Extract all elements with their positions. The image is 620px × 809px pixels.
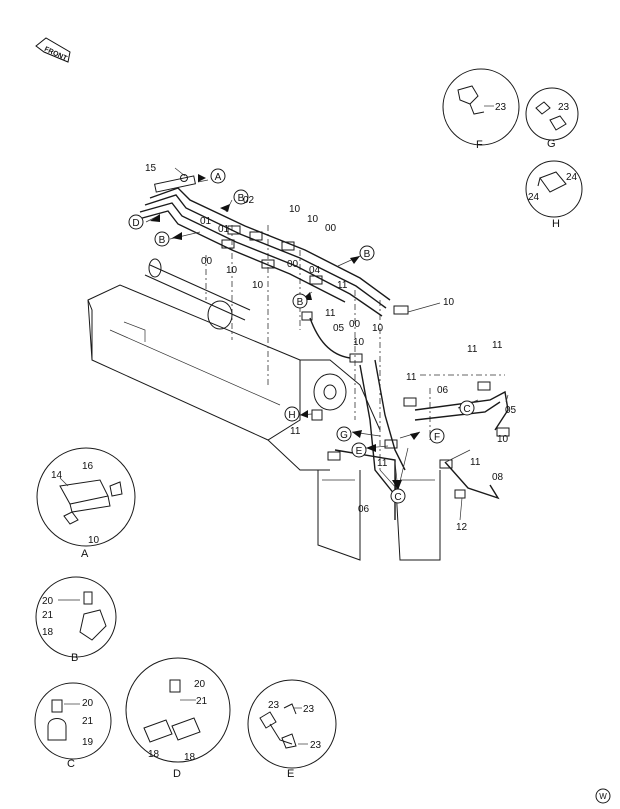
detail-D-part-20: 20 <box>194 679 206 690</box>
front-badge: FRONT <box>35 37 71 63</box>
hose-lines <box>134 175 510 520</box>
detail-D-part-21: 21 <box>196 696 208 707</box>
part-10-a: 10 <box>289 204 301 215</box>
callout-B-main-4-label: B <box>297 297 304 308</box>
callout-B-main-3[interactable]: B <box>359 245 375 261</box>
callout-D-main-label: D <box>132 218 139 229</box>
detail-A-caption: A <box>81 548 89 560</box>
boom-structure <box>87 258 441 561</box>
part-06-a: 06 <box>437 385 449 396</box>
part-11-g: 11 <box>377 458 388 469</box>
detail-G: 23 G <box>525 87 579 150</box>
part-05-a: 05 <box>333 323 345 334</box>
detail-B-part-20: 20 <box>42 596 54 607</box>
detail-C-part-20: 20 <box>82 698 94 709</box>
part-00-b: 00 <box>201 256 213 267</box>
part-01-a: 01 <box>200 216 212 227</box>
part-00-a: 00 <box>325 223 337 234</box>
corner-mark-label: W <box>599 792 607 801</box>
part-numbers-main: 15 02 02 01 01 10 10 00 00 10 10 00 04 1… <box>145 163 517 533</box>
detail-F-part-23: 23 <box>495 102 507 113</box>
detail-A-part-10: 10 <box>88 535 100 546</box>
callout-E-main[interactable]: E <box>351 442 367 458</box>
part-08: 08 <box>492 472 504 483</box>
callout-D-main[interactable]: D <box>128 214 144 230</box>
callout-A-main-label: A <box>215 172 222 183</box>
part-11-e: 11 <box>406 372 417 383</box>
detail-H-part-24-a: 24 <box>566 172 578 183</box>
part-11-b: 11 <box>325 308 336 319</box>
callout-C-main-1[interactable]: C <box>459 400 475 416</box>
part-10-c: 10 <box>226 265 238 276</box>
detail-B-caption: B <box>71 652 78 664</box>
callout-C-main-2[interactable]: C <box>390 488 406 504</box>
detail-D-caption: D <box>173 768 181 780</box>
part-06-b: 06 <box>358 504 370 515</box>
callout-E-main-label: E <box>356 446 363 457</box>
detail-E-caption: E <box>287 768 294 780</box>
detail-H-part-24-b: 24 <box>528 192 540 203</box>
detail-A-part-16: 16 <box>82 461 94 472</box>
callout-B-main-1[interactable]: B <box>233 189 249 205</box>
detail-E-part-23-a: 23 <box>268 700 280 711</box>
detail-B: 20 21 18 B <box>35 576 117 664</box>
detail-D: 20 21 18 18 D <box>125 657 231 780</box>
part-11-h: 11 <box>470 457 481 468</box>
part-11-a: 11 <box>337 280 348 291</box>
callout-G-main-label: G <box>340 430 348 441</box>
part-10-d: 10 <box>252 280 264 291</box>
detail-E: 23 23 23 E <box>247 679 337 780</box>
corner-mark: W <box>595 788 611 804</box>
detail-H-caption: H <box>552 218 560 230</box>
part-01-b: 01 <box>218 224 230 235</box>
detail-G-part-23: 23 <box>558 102 570 113</box>
detail-F: 23 F <box>442 68 520 151</box>
detail-F-caption: F <box>476 139 483 151</box>
detail-C: 20 21 19 C <box>34 682 112 770</box>
callout-A-main[interactable]: A <box>210 168 226 184</box>
detail-A: 14 16 10 A <box>36 447 136 560</box>
callout-H-main-label: H <box>288 410 295 421</box>
callout-B-main-4[interactable]: B <box>292 293 308 309</box>
callout-F-main-label: F <box>434 432 440 443</box>
detail-C-part-19: 19 <box>82 737 94 748</box>
detail-D-part-18-a: 18 <box>148 749 160 760</box>
part-02-label: 02 <box>243 195 255 206</box>
part-12: 12 <box>456 522 468 533</box>
detail-A-part-14: 14 <box>51 470 63 481</box>
callout-G-main[interactable]: G <box>336 426 352 442</box>
detail-G-caption: G <box>547 138 556 150</box>
detail-H: 24 24 H <box>525 160 583 230</box>
callout-B-main-3-label: B <box>364 249 371 260</box>
part-00-d: 00 <box>349 319 361 330</box>
part-11-d: 11 <box>492 340 503 351</box>
detail-E-part-23-b: 23 <box>303 704 315 715</box>
part-05-b: 05 <box>505 405 517 416</box>
part-04: 04 <box>309 265 321 276</box>
detail-D-part-18-b: 18 <box>184 752 196 763</box>
callout-H-main[interactable]: H <box>284 406 300 422</box>
callout-C-main-2-label: C <box>394 492 401 503</box>
callout-F-main[interactable]: F <box>429 428 445 444</box>
part-10-g: 10 <box>443 297 455 308</box>
detail-B-part-18: 18 <box>42 627 54 638</box>
detail-E-part-23-c: 23 <box>310 740 322 751</box>
part-10-b: 10 <box>307 214 319 225</box>
callout-B-main-1-label: B <box>238 193 245 204</box>
detail-B-part-21: 21 <box>42 610 54 621</box>
detail-C-part-21: 21 <box>82 716 94 727</box>
detail-C-caption: C <box>67 758 75 770</box>
part-10-f: 10 <box>353 337 365 348</box>
part-10-e: 10 <box>372 323 384 334</box>
part-10-h: 10 <box>497 434 509 445</box>
callout-B-main-2-label: B <box>159 235 166 246</box>
part-00-c: 00 <box>287 259 299 270</box>
part-11-f: 11 <box>290 426 301 437</box>
part-15: 15 <box>145 163 157 174</box>
callout-B-main-2[interactable]: B <box>154 231 170 247</box>
part-11-c: 11 <box>467 344 478 355</box>
callout-C-main-1-label: C <box>463 404 470 415</box>
